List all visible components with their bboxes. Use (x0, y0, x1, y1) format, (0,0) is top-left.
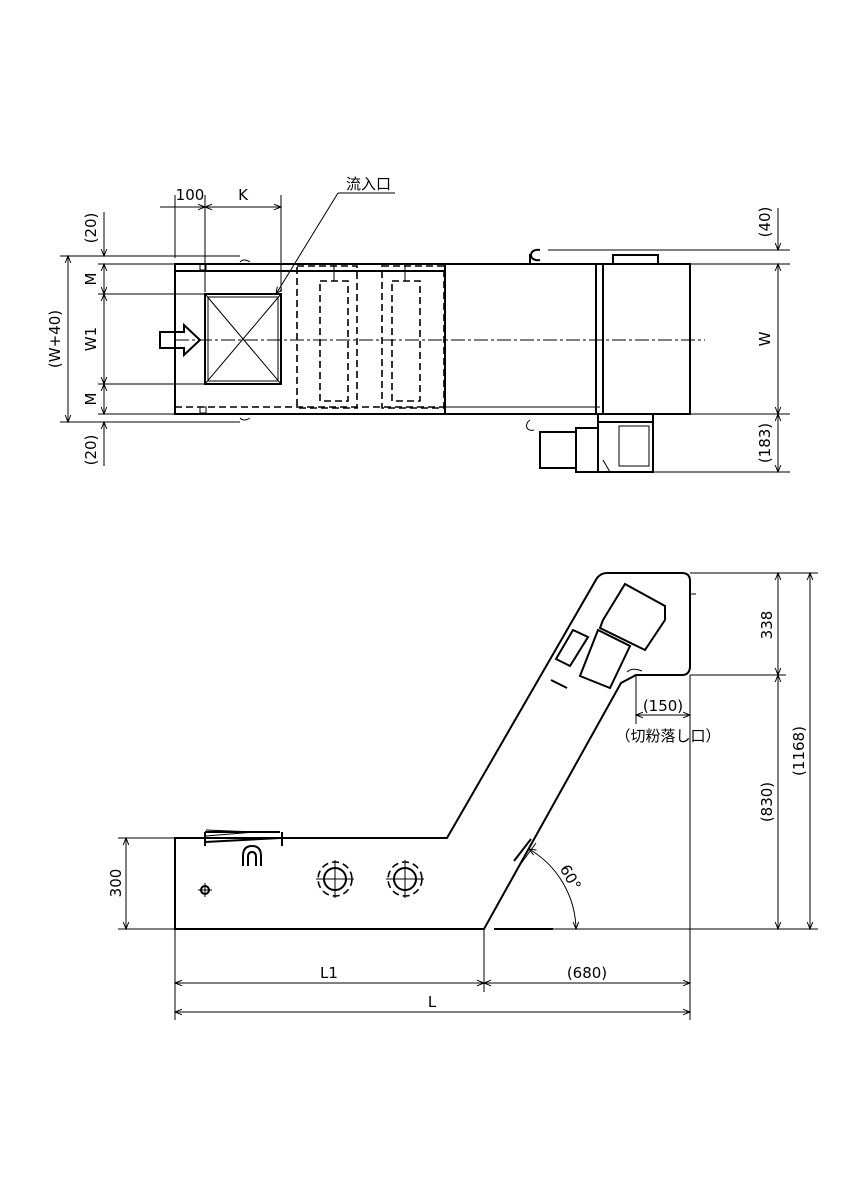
head-drive-motor (550, 582, 666, 690)
top-view-housing (174, 263, 691, 415)
drive-motor (526, 414, 654, 473)
drum-bearing-2 (386, 860, 424, 898)
side-view-housing (174, 572, 691, 930)
filter-drum-2 (381, 264, 445, 409)
dim-680: (680) (567, 964, 607, 982)
inlet-label: 流入口 (346, 175, 391, 193)
inlet-opening (204, 293, 282, 385)
handle-icon (242, 844, 262, 866)
dim-20-top: (20) (82, 213, 100, 244)
dim-k: K (238, 186, 249, 204)
inflow-arrow-icon (159, 322, 202, 358)
dim-300: 300 (107, 869, 125, 898)
lifting-hook (529, 248, 541, 264)
dim-150: (150) (643, 697, 683, 715)
dim-w1: W1 (82, 327, 100, 351)
dim-338: 338 (758, 611, 776, 640)
bolt-top (199, 263, 207, 271)
dim-183: (183) (756, 423, 774, 463)
dim-l1: L1 (320, 964, 338, 982)
drum-bearing-1 (316, 860, 354, 898)
chip-outlet-label: （切粉落し口） (615, 727, 720, 745)
dim-20-bottom: (20) (82, 435, 100, 466)
dim-m-bottom: M (82, 393, 100, 406)
dim-w-plus-40: (W+40) (46, 310, 64, 368)
top-view (159, 248, 705, 473)
side-view (174, 572, 696, 930)
top-view-dimensions: 100 K 流入口 (20) M W1 M (20) (W+40) (46, 175, 790, 472)
top-bracket (612, 254, 659, 265)
dim-m-top: M (82, 273, 100, 286)
dim-100: 100 (176, 186, 205, 204)
dim-830: (830) (758, 782, 776, 822)
side-view-dimensions: 300 338 (830) (1168) (150) （切粉落し口） 60° L… (107, 573, 818, 1020)
dim-40: (40) (756, 207, 774, 238)
angle-60: 60° (556, 861, 585, 893)
bolt-bottom (199, 406, 207, 414)
dim-w: W (756, 331, 774, 346)
filter-drum-1 (296, 264, 358, 409)
dim-l: L (428, 993, 437, 1011)
dim-1168: (1168) (790, 726, 808, 776)
